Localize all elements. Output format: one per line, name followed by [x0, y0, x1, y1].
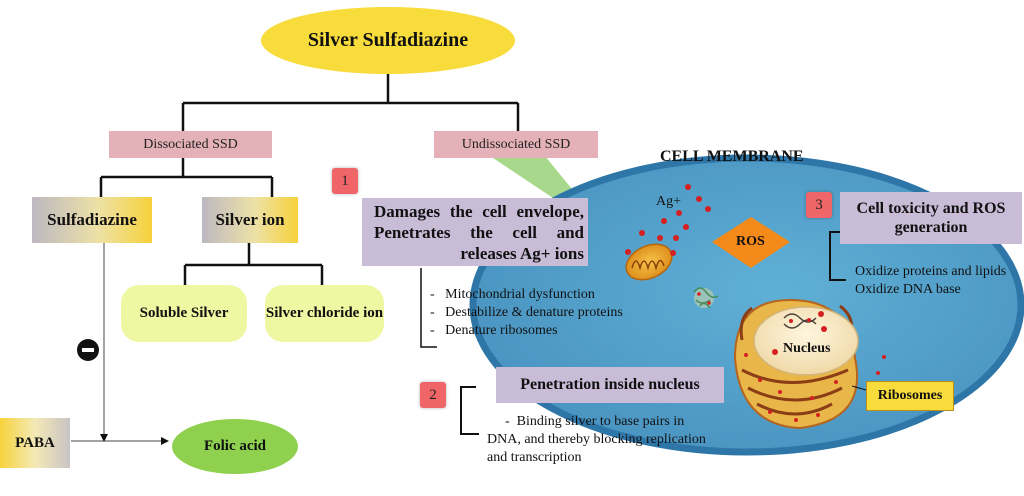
ribosomes-label: Ribosomes: [877, 388, 943, 403]
step2-heading-box: Penetration inside nucleus: [496, 367, 724, 403]
nucleus-shape: [753, 306, 859, 376]
paba-node: PABA: [0, 418, 70, 468]
step2-text-block: - Binding silver to base pairs in DNA, a…: [487, 414, 706, 465]
step3-item: Oxidize proteins and lipids: [855, 264, 1007, 279]
title-node: Silver Sulfadiazine: [261, 7, 515, 74]
step1-heading: Damages the cell envelope, Penetrates th…: [374, 201, 584, 263]
nucleus-label: Nucleus: [783, 341, 831, 356]
undissociated-ssd-node: Undissociated SSD: [434, 131, 598, 158]
silver-ion-label: Ag+: [656, 194, 682, 209]
sulfadiazine-node: Sulfadiazine: [32, 197, 152, 243]
step2-heading: Penetration inside nucleus: [520, 376, 700, 393]
step2-number-badge: 2: [420, 382, 446, 408]
step1-heading-box: Damages the cell envelope, Penetrates th…: [362, 198, 588, 266]
folic-acid-label: Folic acid: [203, 438, 267, 454]
tree-connectors: [99, 74, 520, 285]
cell-membrane-label: CELL MEMBRANE: [660, 148, 804, 165]
step1-item: - Denature ribosomes: [430, 323, 558, 338]
silver-chloride-ion-node: Silver chloride ion: [265, 285, 384, 342]
dna-icon: [783, 313, 817, 329]
step3-heading-box: Cell toxicity and ROS generation: [840, 192, 1022, 244]
ros-diamond: [712, 217, 790, 268]
step3-number-badge: 3: [806, 192, 832, 218]
silver-ion-node: Silver ion: [202, 197, 298, 243]
silver-ion-dots: [625, 184, 711, 256]
title-text: Silver Sulfadiazine: [307, 29, 469, 51]
ribosome-dots: [744, 350, 886, 422]
step3-item: Oxidize DNA base: [855, 282, 961, 297]
ros-label: ROS: [736, 234, 765, 249]
soluble-silver-node: Soluble Silver: [121, 285, 247, 342]
step1-item: - Mitochondrial dysfunction: [430, 287, 595, 302]
step1-item: - Destabilize & denature proteins: [430, 305, 623, 320]
step1-number-badge: 1: [332, 168, 358, 194]
folic-acid-node: Folic acid: [172, 419, 298, 474]
dissociated-ssd-node: Dissociated SSD: [109, 131, 272, 158]
ribosomes-label-box: Ribosomes: [866, 381, 954, 411]
ribosome-pointer: [851, 385, 867, 391]
step3-heading: Cell toxicity and ROS generation: [856, 200, 1006, 236]
protein-icon: [693, 287, 719, 309]
step2-text: Binding silver to base pairs in DNA, and…: [487, 414, 706, 465]
